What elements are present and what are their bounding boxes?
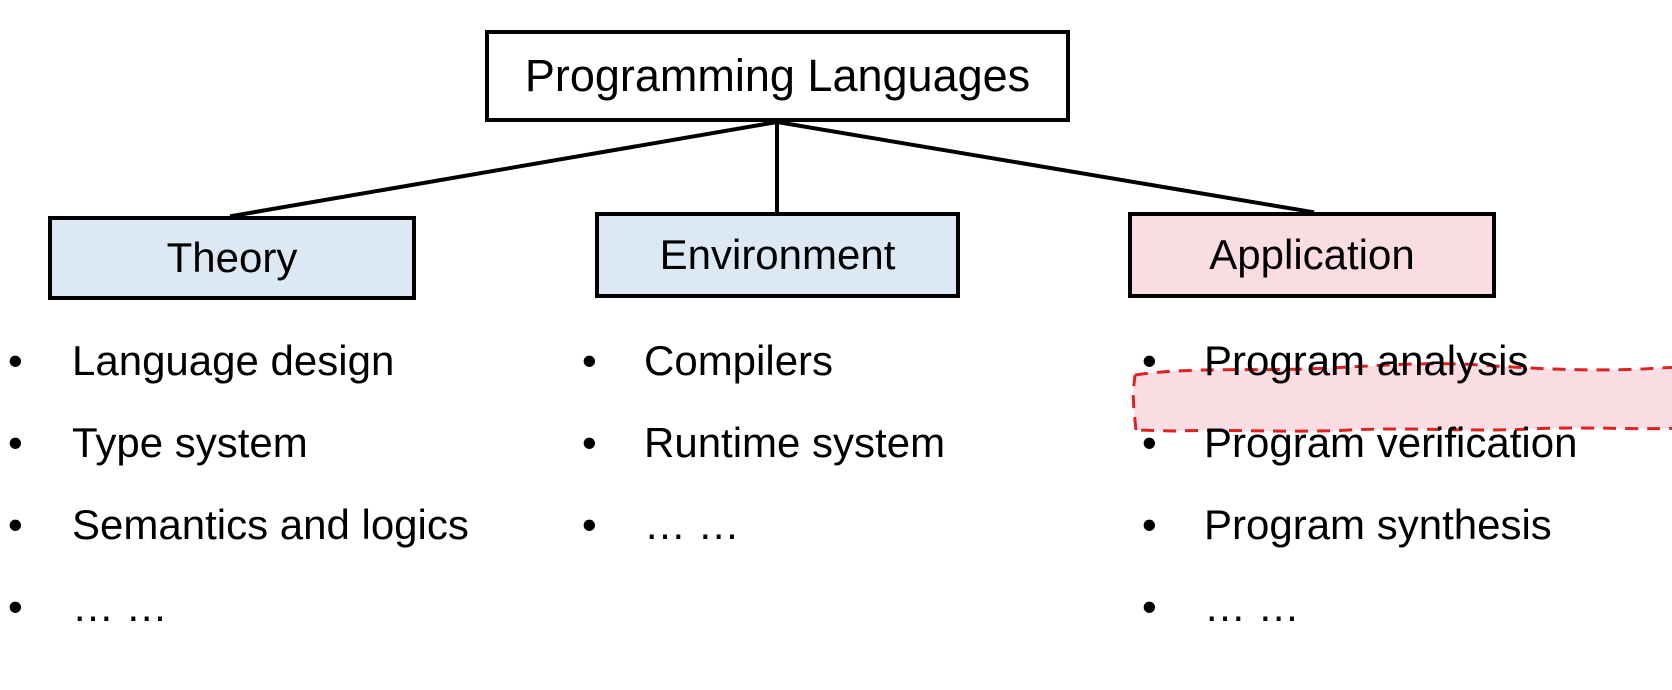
list-item-label: … …	[644, 501, 740, 548]
node-theory-label: Theory	[166, 233, 298, 281]
highlighted-item-wrapper: • Program analysis	[1070, 340, 1672, 433]
list-item[interactable]: • … …	[1070, 586, 1672, 668]
list-item-label: Type system	[72, 419, 308, 466]
list-item[interactable]: • Language design	[0, 340, 560, 422]
list-item-label: Program verification	[1204, 419, 1578, 466]
bullet-icon: •	[8, 337, 23, 384]
bullet-list-environment: • Compilers • Runtime system • … …	[560, 340, 1080, 586]
list-item-highlighted[interactable]: • Program analysis	[1070, 340, 1672, 422]
list-item[interactable]: • Semantics and logics	[0, 504, 560, 586]
bullet-icon: •	[1142, 583, 1157, 630]
list-item[interactable]: • Compilers	[560, 340, 1080, 422]
bullet-list-theory: • Language design • Type system • Semant…	[0, 340, 560, 668]
bullet-icon: •	[8, 501, 23, 548]
node-programming-languages[interactable]: Programming Languages	[485, 30, 1070, 122]
bullet-list-application: • Program analysis • Program verificatio…	[1070, 340, 1672, 668]
node-environment[interactable]: Environment	[595, 212, 960, 298]
bullet-icon: •	[582, 337, 597, 384]
node-theory[interactable]: Theory	[48, 216, 416, 300]
edge-root-to-application	[774, 119, 1315, 215]
bullet-icon: •	[582, 419, 597, 466]
bullet-icon: •	[1142, 337, 1157, 384]
node-application-label: Application	[1209, 230, 1415, 278]
list-item-label: … …	[1204, 583, 1300, 630]
list-item[interactable]: • Program synthesis	[1070, 504, 1672, 586]
node-environment-label: Environment	[659, 230, 896, 278]
list-item[interactable]: • … …	[560, 504, 1080, 586]
bullet-icon: •	[8, 419, 23, 466]
list-item-label: Runtime system	[644, 419, 946, 466]
list-item-label: Language design	[72, 337, 395, 384]
list-item-label: Program analysis	[1204, 337, 1529, 384]
list-item[interactable]: • Runtime system	[560, 422, 1080, 504]
bullet-icon: •	[8, 583, 23, 630]
node-application[interactable]: Application	[1128, 212, 1496, 298]
bullet-icon: •	[582, 501, 597, 548]
list-item-label: Compilers	[644, 337, 834, 384]
list-item-label: Program synthesis	[1204, 501, 1552, 548]
list-item-label: Semantics and logics	[72, 501, 469, 548]
list-item[interactable]: • … …	[0, 586, 560, 668]
node-programming-languages-label: Programming Languages	[524, 50, 1031, 102]
list-item[interactable]: • Type system	[0, 422, 560, 504]
list-item[interactable]: • Program verification	[1070, 422, 1672, 504]
bullet-icon: •	[1142, 419, 1157, 466]
edge-root-to-theory	[229, 119, 780, 219]
bullet-icon: •	[1142, 501, 1157, 548]
list-item-label: … …	[72, 583, 168, 630]
